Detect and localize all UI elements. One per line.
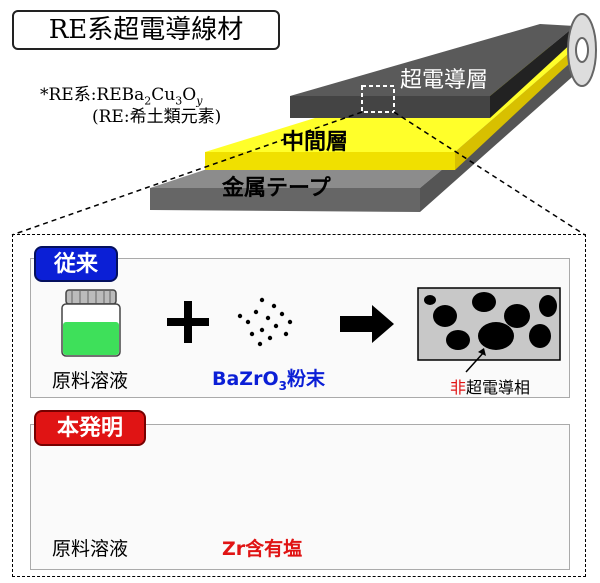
rare-earth-note: (RE:希土類元素): [92, 107, 222, 127]
metal-tape-label: 金属テープ: [222, 176, 331, 201]
solution-label-2: 原料溶液: [52, 538, 129, 560]
superconducting-layer-label: 超電導層: [400, 68, 489, 93]
roller-hub: [575, 37, 589, 63]
magnified-region-marker: [361, 85, 395, 113]
intermediate-layer-label: 中間層: [282, 130, 349, 155]
superconducting-layer-front: [290, 96, 490, 118]
annotation-line: [465, 351, 485, 373]
nonsuperconducting-phase-label: 非超電導相: [450, 378, 531, 397]
nonsuperconducting-phase-diagram: [417, 287, 561, 361]
superconducting-layer-top: [290, 24, 575, 96]
invention-panel: [30, 424, 570, 570]
plus-icon: [167, 301, 209, 343]
tape-illustration: [11, 13, 597, 236]
invention-badge: 本発明: [34, 410, 146, 446]
zoom-line-left: [11, 111, 363, 236]
zr-salt-label: Zr含有塩: [222, 538, 303, 560]
solution-jar-icon: [61, 289, 121, 357]
conventional-badge: 従来: [34, 246, 118, 282]
intermediate-layer-front: [205, 152, 455, 170]
superconducting-layer-side: [490, 26, 575, 118]
solution-label: 原料溶液: [52, 370, 129, 392]
metal-tape-side: [420, 55, 580, 212]
formula-note: *RE系:REBa2Cu3Oy: [40, 85, 203, 108]
annotation-arrowhead: [478, 348, 486, 356]
diagram-title: RE系超電導線材: [12, 10, 280, 50]
zoom-line-right: [393, 111, 586, 236]
bazro3-powder-label: BaZrO3粉末: [212, 368, 325, 393]
metal-tape-front: [150, 188, 420, 212]
intermediate-layer-side: [455, 48, 575, 170]
powder-particles: [237, 297, 293, 347]
arrow-icon: [340, 305, 394, 343]
magnified-view-frame: [12, 234, 586, 577]
